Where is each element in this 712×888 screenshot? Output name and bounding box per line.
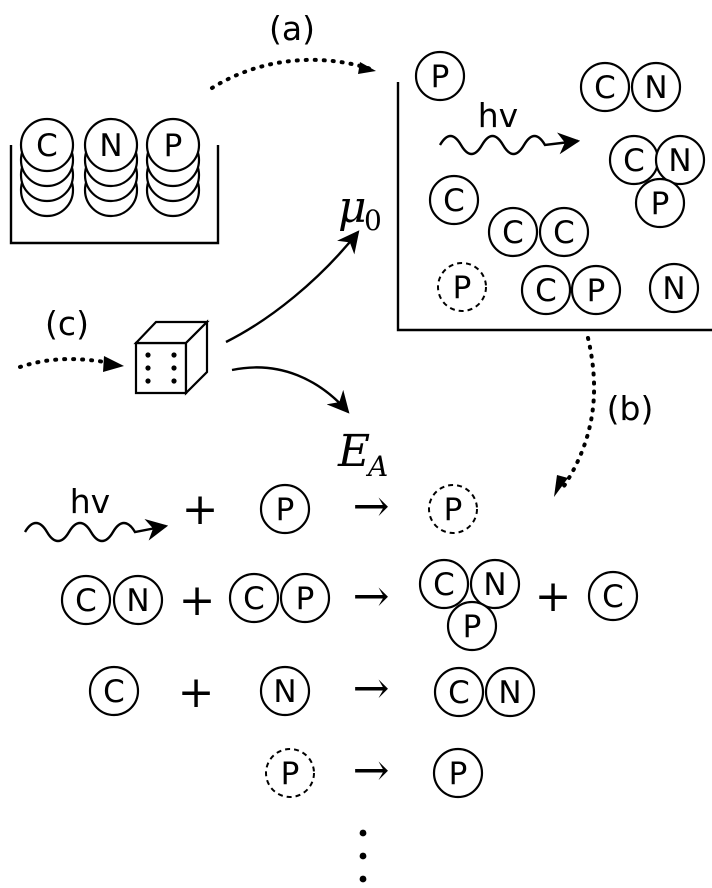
reaction-1-hv: hv (70, 482, 110, 521)
arrow-b (558, 336, 597, 494)
arrow-b-head (554, 475, 568, 497)
reaction-2: C N + C P → C N P + C (60, 558, 639, 652)
svg-text:hv: hv (478, 96, 518, 135)
svg-text:C: C (243, 581, 265, 617)
svg-text:→: → (353, 663, 390, 714)
stack-p: P (145, 117, 201, 218)
svg-text:P: P (651, 186, 670, 222)
label-b: (b) (607, 389, 654, 428)
svg-text:C: C (502, 215, 524, 251)
label-ea: E A (337, 426, 388, 483)
dice-icon (133, 319, 210, 396)
svg-text:C: C (553, 215, 575, 251)
svg-text:N: N (126, 583, 149, 619)
vessel-cnp-cluster: C N P (608, 134, 706, 229)
svg-text:P: P (463, 609, 482, 645)
svg-text:N: N (498, 675, 521, 711)
vessel-axes (396, 82, 712, 332)
svg-text:C: C (594, 70, 616, 106)
vessel-cn-top: C N (579, 61, 682, 113)
svg-text:C: C (602, 579, 624, 615)
vertical-ellipsis (359, 829, 367, 883)
svg-text:E: E (337, 426, 370, 477)
svg-text:P: P (276, 492, 295, 528)
vessel-c-single: C (428, 174, 480, 226)
label-mu0: μ 0 (338, 182, 382, 237)
stack-c-label: C (36, 128, 58, 164)
label-c: (c) (45, 304, 89, 343)
svg-text:+: + (179, 575, 216, 626)
vessel-p-top: P (414, 50, 466, 102)
vessel-n-single: N (648, 262, 700, 314)
reservoir-container (9, 145, 220, 245)
svg-text:P: P (449, 756, 468, 792)
reaction-4: P → P (265, 745, 484, 799)
vessel-cp-pair: C P (520, 264, 622, 316)
photon-wave (438, 132, 581, 156)
stack-n-label: N (99, 128, 122, 164)
arrow-to-ea (231, 366, 350, 414)
svg-text:P: P (444, 492, 463, 528)
svg-text:P: P (453, 270, 472, 306)
svg-text:+: + (535, 571, 572, 622)
svg-text:C: C (623, 143, 645, 179)
arrow-c (18, 357, 118, 369)
svg-text:P: P (296, 581, 315, 617)
svg-text:A: A (365, 450, 388, 483)
svg-text:μ: μ (338, 182, 367, 233)
svg-text:N: N (273, 674, 296, 710)
svg-text:C: C (75, 583, 97, 619)
svg-text:P: P (281, 756, 300, 792)
svg-text:+: + (178, 667, 215, 718)
svg-text:+: + (182, 484, 219, 535)
arrow-a (210, 57, 376, 90)
svg-text:0: 0 (364, 204, 382, 237)
svg-text:→: → (353, 571, 390, 622)
svg-text:C: C (448, 675, 470, 711)
label-a: (a) (269, 9, 315, 48)
reaction-1: hv + P → P (23, 481, 478, 543)
svg-text:N: N (644, 70, 667, 106)
arrow-c-head (103, 356, 124, 372)
arrow-a-head (358, 62, 376, 74)
stack-n: N (83, 117, 139, 218)
svg-text:N: N (483, 567, 506, 603)
svg-text:P: P (587, 273, 606, 309)
reaction-3: C + N → C N (88, 663, 536, 718)
svg-text:→: → (353, 481, 390, 532)
stack-p-label: P (164, 128, 183, 164)
vessel-p-dashed: P (437, 262, 487, 312)
vessel-cc-pair: C C (487, 206, 590, 258)
svg-text:C: C (443, 183, 465, 219)
vessel: P C N hv C N P C C C (396, 50, 712, 332)
arrow-to-mu0 (225, 230, 360, 344)
atom-reservoir: C N P (9, 117, 220, 245)
reaction-1-photon (23, 518, 169, 543)
svg-text:→: → (353, 745, 390, 796)
stack-c: C (19, 117, 75, 218)
svg-text:P: P (431, 59, 450, 95)
vessel-photon: hv (438, 96, 581, 156)
svg-text:C: C (433, 567, 455, 603)
svg-text:N: N (662, 271, 685, 307)
svg-text:N: N (668, 143, 691, 179)
svg-text:C: C (103, 674, 125, 710)
svg-text:C: C (535, 273, 557, 309)
